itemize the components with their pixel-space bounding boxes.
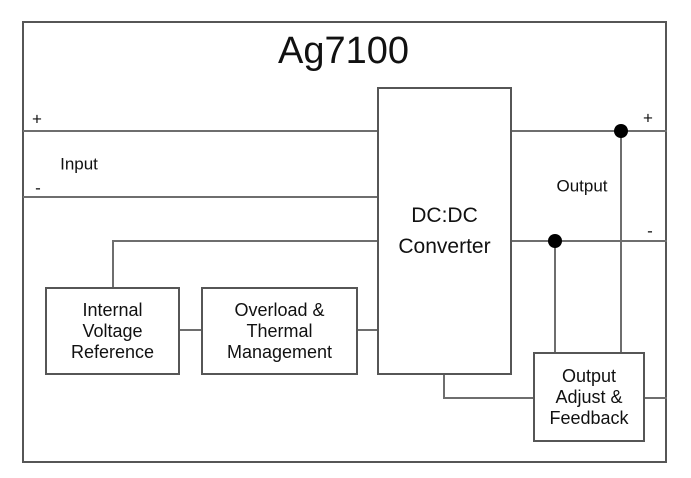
block-overload-thermal-management: Overload & Thermal Management (201, 287, 358, 375)
wire-input-minus-rail (23, 196, 379, 198)
wire-overload-to-converter (356, 329, 378, 331)
wire-reference-riser (112, 240, 114, 288)
block-internal-voltage-reference: Internal Voltage Reference (45, 287, 180, 375)
wire-output-plus-rail (511, 130, 667, 132)
output-plus-label: + (643, 108, 653, 128)
output-label: Output (556, 176, 608, 196)
input-label: Input (60, 154, 98, 174)
wire-input-plus-rail (23, 130, 379, 132)
input-minus-label: - (35, 178, 41, 198)
input-plus-label: + (32, 109, 42, 129)
junction-dot-output-minus (548, 234, 562, 248)
output-minus-label: - (647, 221, 653, 241)
wire-feedback-to-frame (644, 397, 667, 399)
wire-converter-to-feedback (443, 397, 534, 399)
block-dcdc-converter: DC:DC Converter (377, 87, 512, 375)
junction-dot-output-plus (614, 124, 628, 138)
wire-converter-bottom-stub (443, 374, 445, 398)
wire-output-minus-rail (511, 240, 667, 242)
wire-reference-to-overload (179, 329, 202, 331)
diagram-title: Ag7100 (277, 30, 409, 72)
wire-reference-feed (112, 240, 378, 242)
block-output-adjust-feedback: Output Adjust & Feedback (533, 352, 645, 442)
wire-plus-sense-drop (620, 131, 622, 353)
wire-minus-sense-drop (554, 241, 556, 353)
